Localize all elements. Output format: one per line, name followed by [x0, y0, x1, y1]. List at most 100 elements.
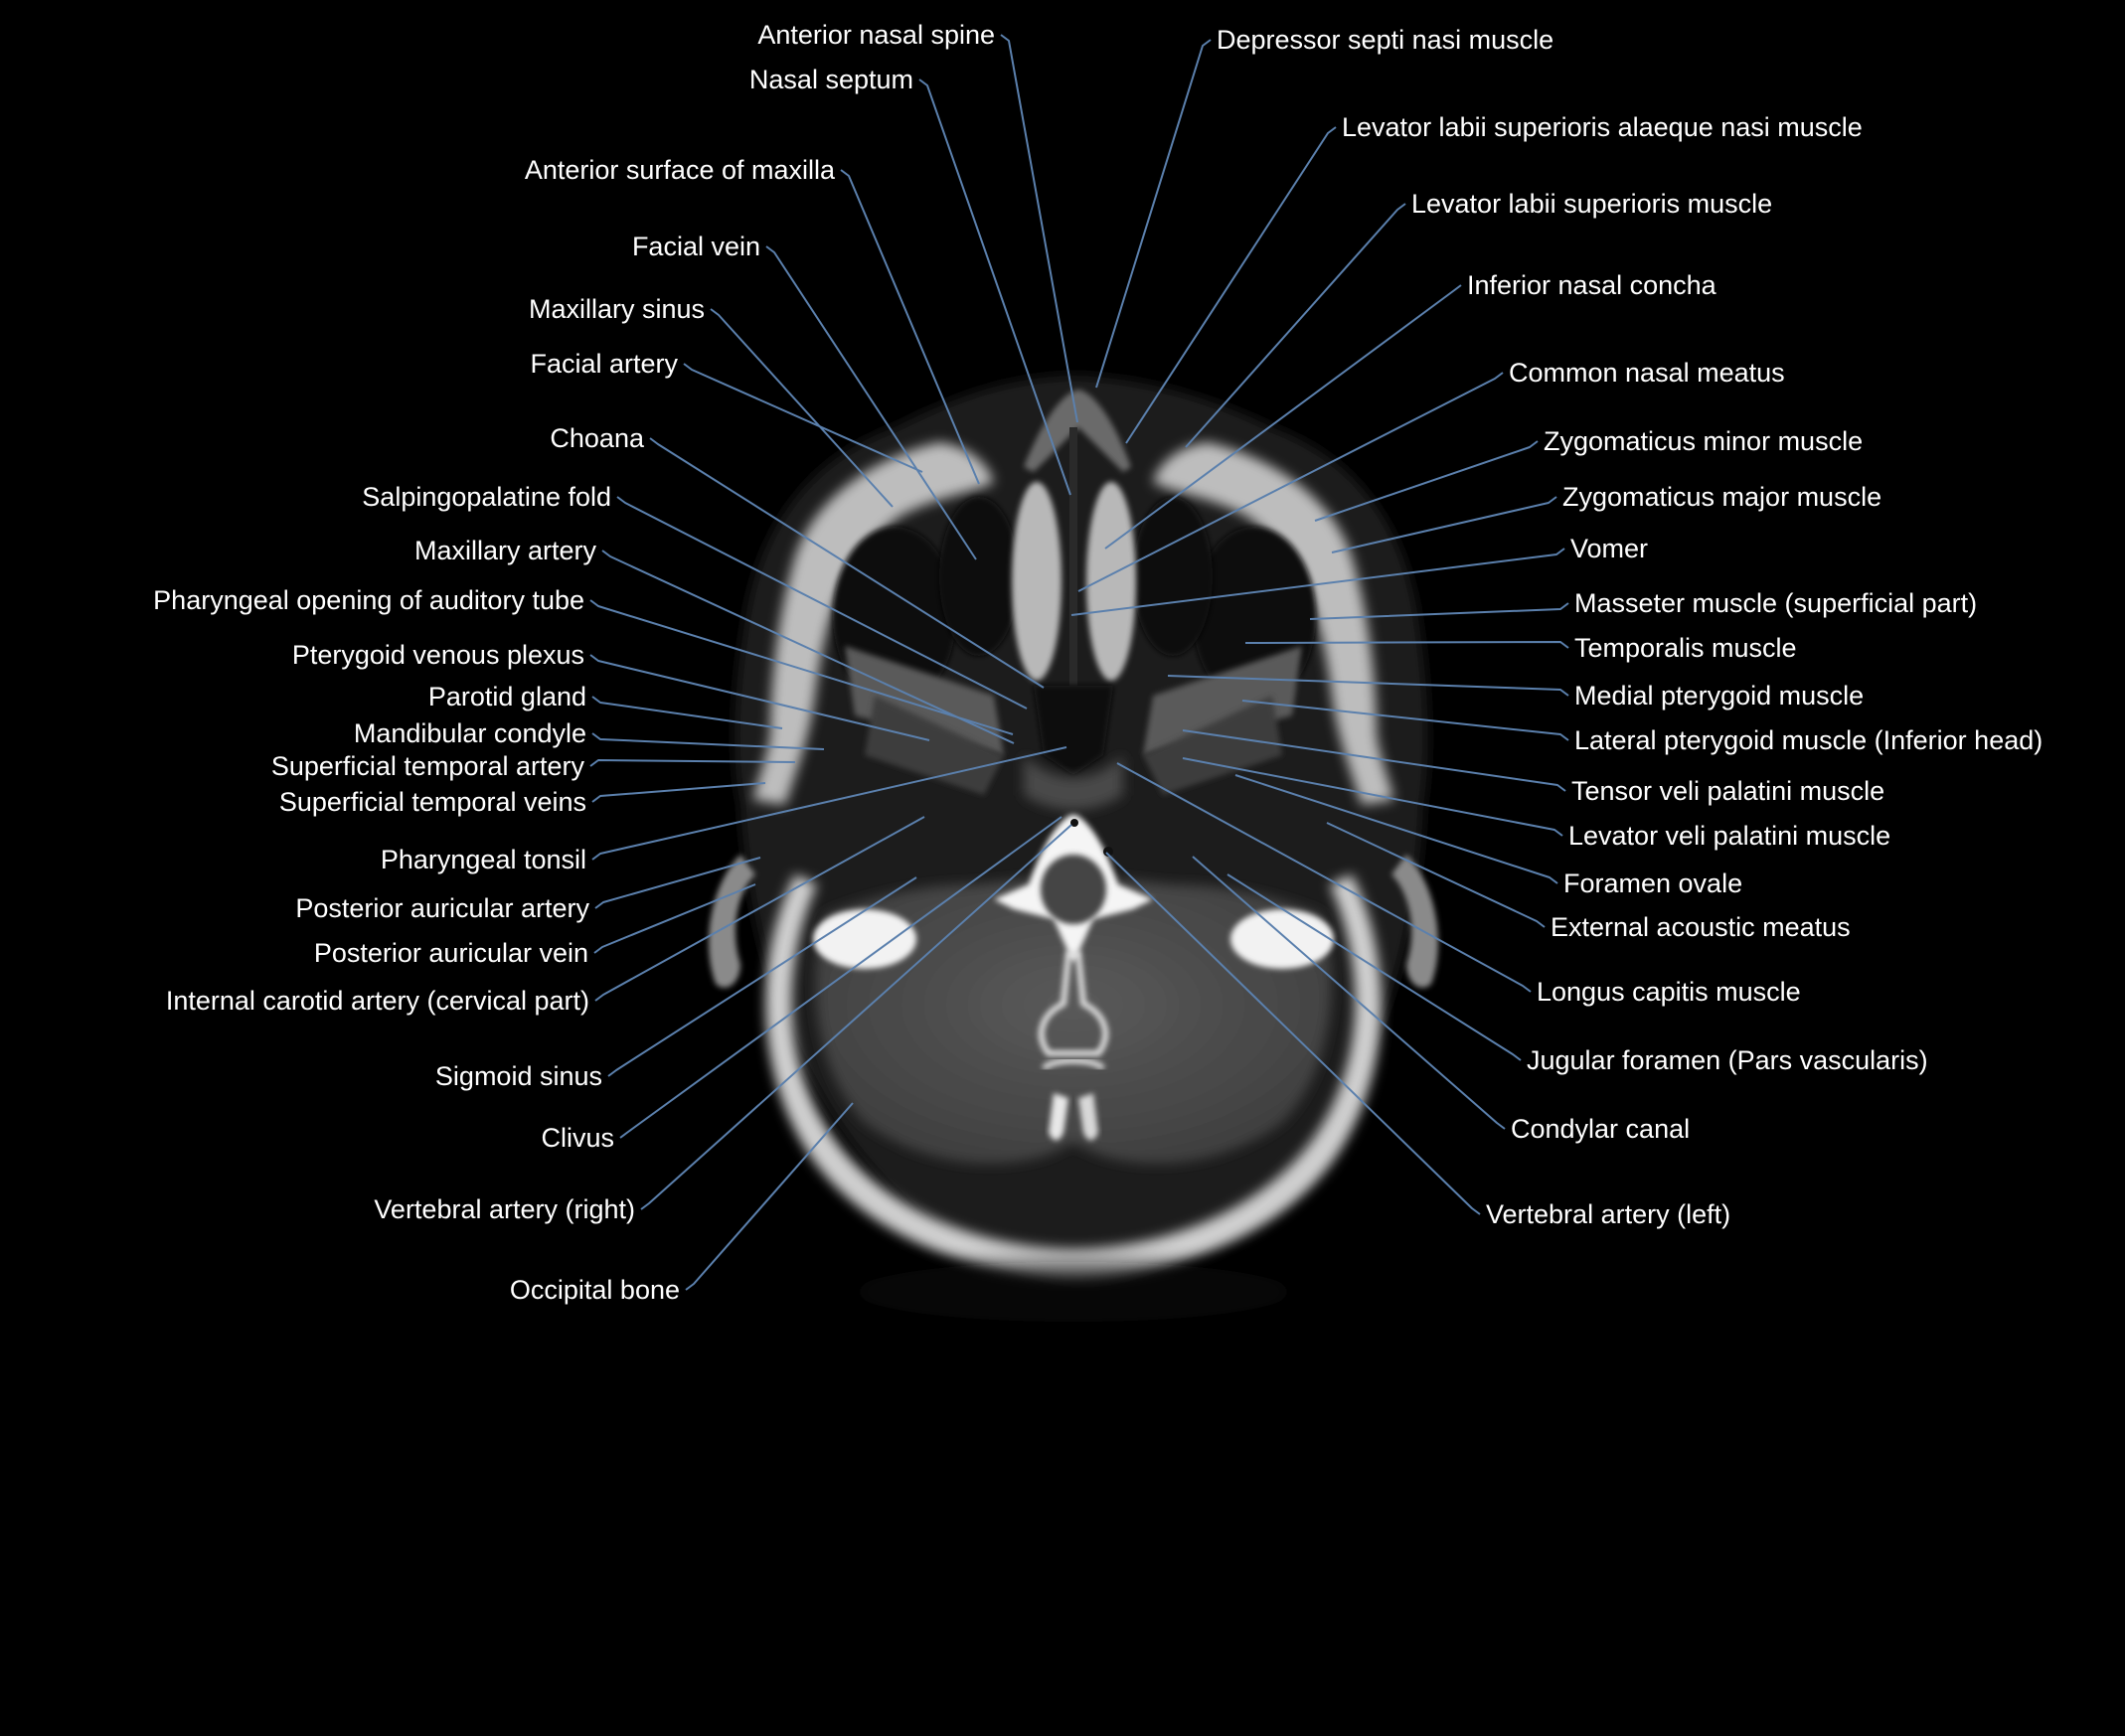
leader-line-occipital-bone	[685, 1102, 854, 1291]
nasopharynx	[1034, 686, 1113, 775]
label-depressor-septi-nasi-muscle: Depressor septi nasi muscle	[1217, 25, 1553, 55]
label-salpingopalatine-fold: Salpingopalatine fold	[362, 482, 611, 512]
label-vomer: Vomer	[1570, 534, 1648, 563]
leader-line-maxillary-artery	[601, 550, 1015, 744]
leader-line-medial-pterygoid-muscle	[1167, 675, 1569, 697]
label-parotid-gland: Parotid gland	[428, 682, 586, 711]
leader-line-maxillary-sinus	[710, 308, 894, 508]
leader-line-anterior-nasal-spine	[1000, 34, 1078, 423]
leader-line-nasal-septum	[918, 79, 1071, 496]
label-internal-carotid-artery-cervical-part: Internal carotid artery (cervical part)	[166, 986, 589, 1016]
leader-line-pharyngeal-tonsil	[591, 746, 1067, 861]
leader-line-superficial-temporal-veins	[591, 782, 766, 803]
label-foramen-ovale: Foramen ovale	[1563, 868, 1742, 898]
leader-line-vertebral-artery-right	[640, 824, 1072, 1210]
label-condylar-canal: Condylar canal	[1511, 1114, 1690, 1144]
label-mandibular-condyle: Mandibular condyle	[354, 718, 586, 748]
leader-line-longus-capitis-muscle	[1116, 762, 1532, 993]
leader-line-zygomaticus-major-muscle	[1331, 496, 1557, 553]
leader-line-condylar-canal	[1192, 856, 1506, 1130]
label-temporalis-muscle: Temporalis muscle	[1574, 633, 1797, 663]
leader-line-masseter-muscle-superficial-part	[1309, 602, 1569, 620]
leader-line-mandibular-condyle	[591, 732, 825, 750]
leader-line-zygomaticus-minor-muscle	[1314, 440, 1539, 522]
label-levator-labii-superioris-muscle: Levator labii superioris muscle	[1411, 189, 1772, 219]
label-posterior-auricular-artery: Posterior auricular artery	[295, 893, 589, 923]
leader-line-temporalis-muscle	[1244, 641, 1569, 649]
leader-line-pharyngeal-opening-of-auditory-tube	[589, 599, 1014, 735]
label-nasal-septum: Nasal septum	[749, 65, 913, 94]
leader-line-foramen-ovale	[1234, 774, 1558, 884]
leader-line-posterior-auricular-vein	[593, 883, 756, 954]
label-superficial-temporal-veins: Superficial temporal veins	[279, 787, 586, 817]
leader-line-vomer	[1070, 548, 1565, 616]
leader-line-facial-artery	[683, 363, 923, 473]
label-vertebral-artery-right: Vertebral artery (right)	[374, 1194, 635, 1224]
label-superficial-temporal-artery: Superficial temporal artery	[271, 751, 585, 781]
inferior-nasal-concha-left	[1086, 482, 1136, 681]
label-levator-labii-superioris-alaeque-nasi-muscle: Levator labii superioris alaeque nasi mu…	[1342, 112, 1863, 142]
leader-line-levator-veli-palatini-muscle	[1182, 757, 1563, 837]
ear-left	[1391, 855, 1438, 988]
brainstem	[1041, 855, 1106, 924]
leader-line-internal-carotid-artery-cervical-part	[594, 816, 925, 1002]
leader-line-common-nasal-meatus	[1077, 372, 1504, 592]
label-pterygoid-venous-plexus: Pterygoid venous plexus	[292, 640, 584, 670]
label-zygomaticus-minor-muscle: Zygomaticus minor muscle	[1544, 426, 1863, 456]
mri-scan-image	[709, 376, 1438, 1322]
label-tensor-veli-palatini-muscle: Tensor veli palatini muscle	[1571, 776, 1884, 806]
leader-line-jugular-foramen-pars-vascularis	[1226, 873, 1522, 1061]
leader-line-parotid-gland	[591, 696, 783, 729]
nasal-septum-shape	[1069, 427, 1077, 686]
label-maxillary-sinus: Maxillary sinus	[529, 294, 705, 324]
label-jugular-foramen-pars-vascularis: Jugular foramen (Pars vascularis)	[1527, 1045, 1928, 1075]
label-masseter-muscle-superficial-part: Masseter muscle (superficial part)	[1574, 588, 1977, 618]
leader-line-sigmoid-sinus	[607, 876, 917, 1077]
label-pharyngeal-opening-of-auditory-tube: Pharyngeal opening of auditory tube	[153, 585, 584, 615]
label-lateral-pterygoid-muscle-inferior-head: Lateral pterygoid muscle (Inferior head)	[1574, 725, 2043, 755]
label-anterior-surface-of-maxilla: Anterior surface of maxilla	[525, 155, 836, 185]
leader-line-anterior-surface-of-maxilla	[840, 169, 980, 485]
leader-line-external-acoustic-meatus	[1326, 822, 1546, 928]
nose	[1024, 390, 1131, 472]
leader-line-levator-labii-superioris-alaeque-nasi-muscle	[1125, 126, 1337, 444]
label-anterior-nasal-spine: Anterior nasal spine	[757, 20, 995, 50]
leader-line-levator-labii-superioris-muscle	[1185, 203, 1406, 448]
label-external-acoustic-meatus: External acoustic meatus	[1551, 912, 1851, 942]
label-longus-capitis-muscle: Longus capitis muscle	[1537, 977, 1801, 1007]
label-clivus: Clivus	[541, 1123, 614, 1153]
label-zygomaticus-major-muscle: Zygomaticus major muscle	[1562, 482, 1881, 512]
leader-line-tensor-veli-palatini-muscle	[1182, 729, 1566, 792]
leader-line-facial-vein	[765, 245, 977, 560]
leader-line-pterygoid-venous-plexus	[589, 654, 930, 741]
leader-line-inferior-nasal-concha	[1104, 284, 1462, 550]
label-facial-artery: Facial artery	[530, 349, 678, 379]
leader-line-clivus	[619, 816, 1062, 1139]
leader-line-posterior-auricular-artery	[594, 857, 761, 909]
leader-line-depressor-septi-nasi-muscle	[1095, 39, 1212, 389]
ear-right	[709, 855, 755, 988]
leader-lines-left	[589, 34, 1078, 1291]
label-posterior-auricular-vein: Posterior auricular vein	[314, 938, 588, 968]
leader-line-salpingopalatine-fold	[616, 496, 1028, 710]
leader-line-choana	[649, 437, 1045, 689]
inferior-nasal-concha-right	[1012, 482, 1062, 681]
label-choana: Choana	[550, 423, 645, 453]
label-levator-veli-palatini-muscle: Levator veli palatini muscle	[1568, 821, 1890, 851]
leader-line-vertebral-artery-left	[1105, 852, 1481, 1215]
facial-fat-right	[1153, 442, 1393, 805]
leader-lines-right	[1070, 39, 1569, 1215]
leader-line-lateral-pterygoid-muscle-inferior-head	[1241, 700, 1569, 741]
label-vertebral-artery-left: Vertebral artery (left)	[1486, 1199, 1730, 1229]
label-pharyngeal-tonsil: Pharyngeal tonsil	[381, 845, 586, 874]
label-occipital-bone: Occipital bone	[510, 1275, 680, 1305]
label-common-nasal-meatus: Common nasal meatus	[1509, 358, 1785, 388]
label-medial-pterygoid-muscle: Medial pterygoid muscle	[1574, 681, 1864, 710]
label-sigmoid-sinus: Sigmoid sinus	[435, 1061, 602, 1091]
label-inferior-nasal-concha: Inferior nasal concha	[1467, 270, 1717, 300]
facial-fat-left	[753, 442, 994, 805]
label-facial-vein: Facial vein	[632, 232, 760, 261]
